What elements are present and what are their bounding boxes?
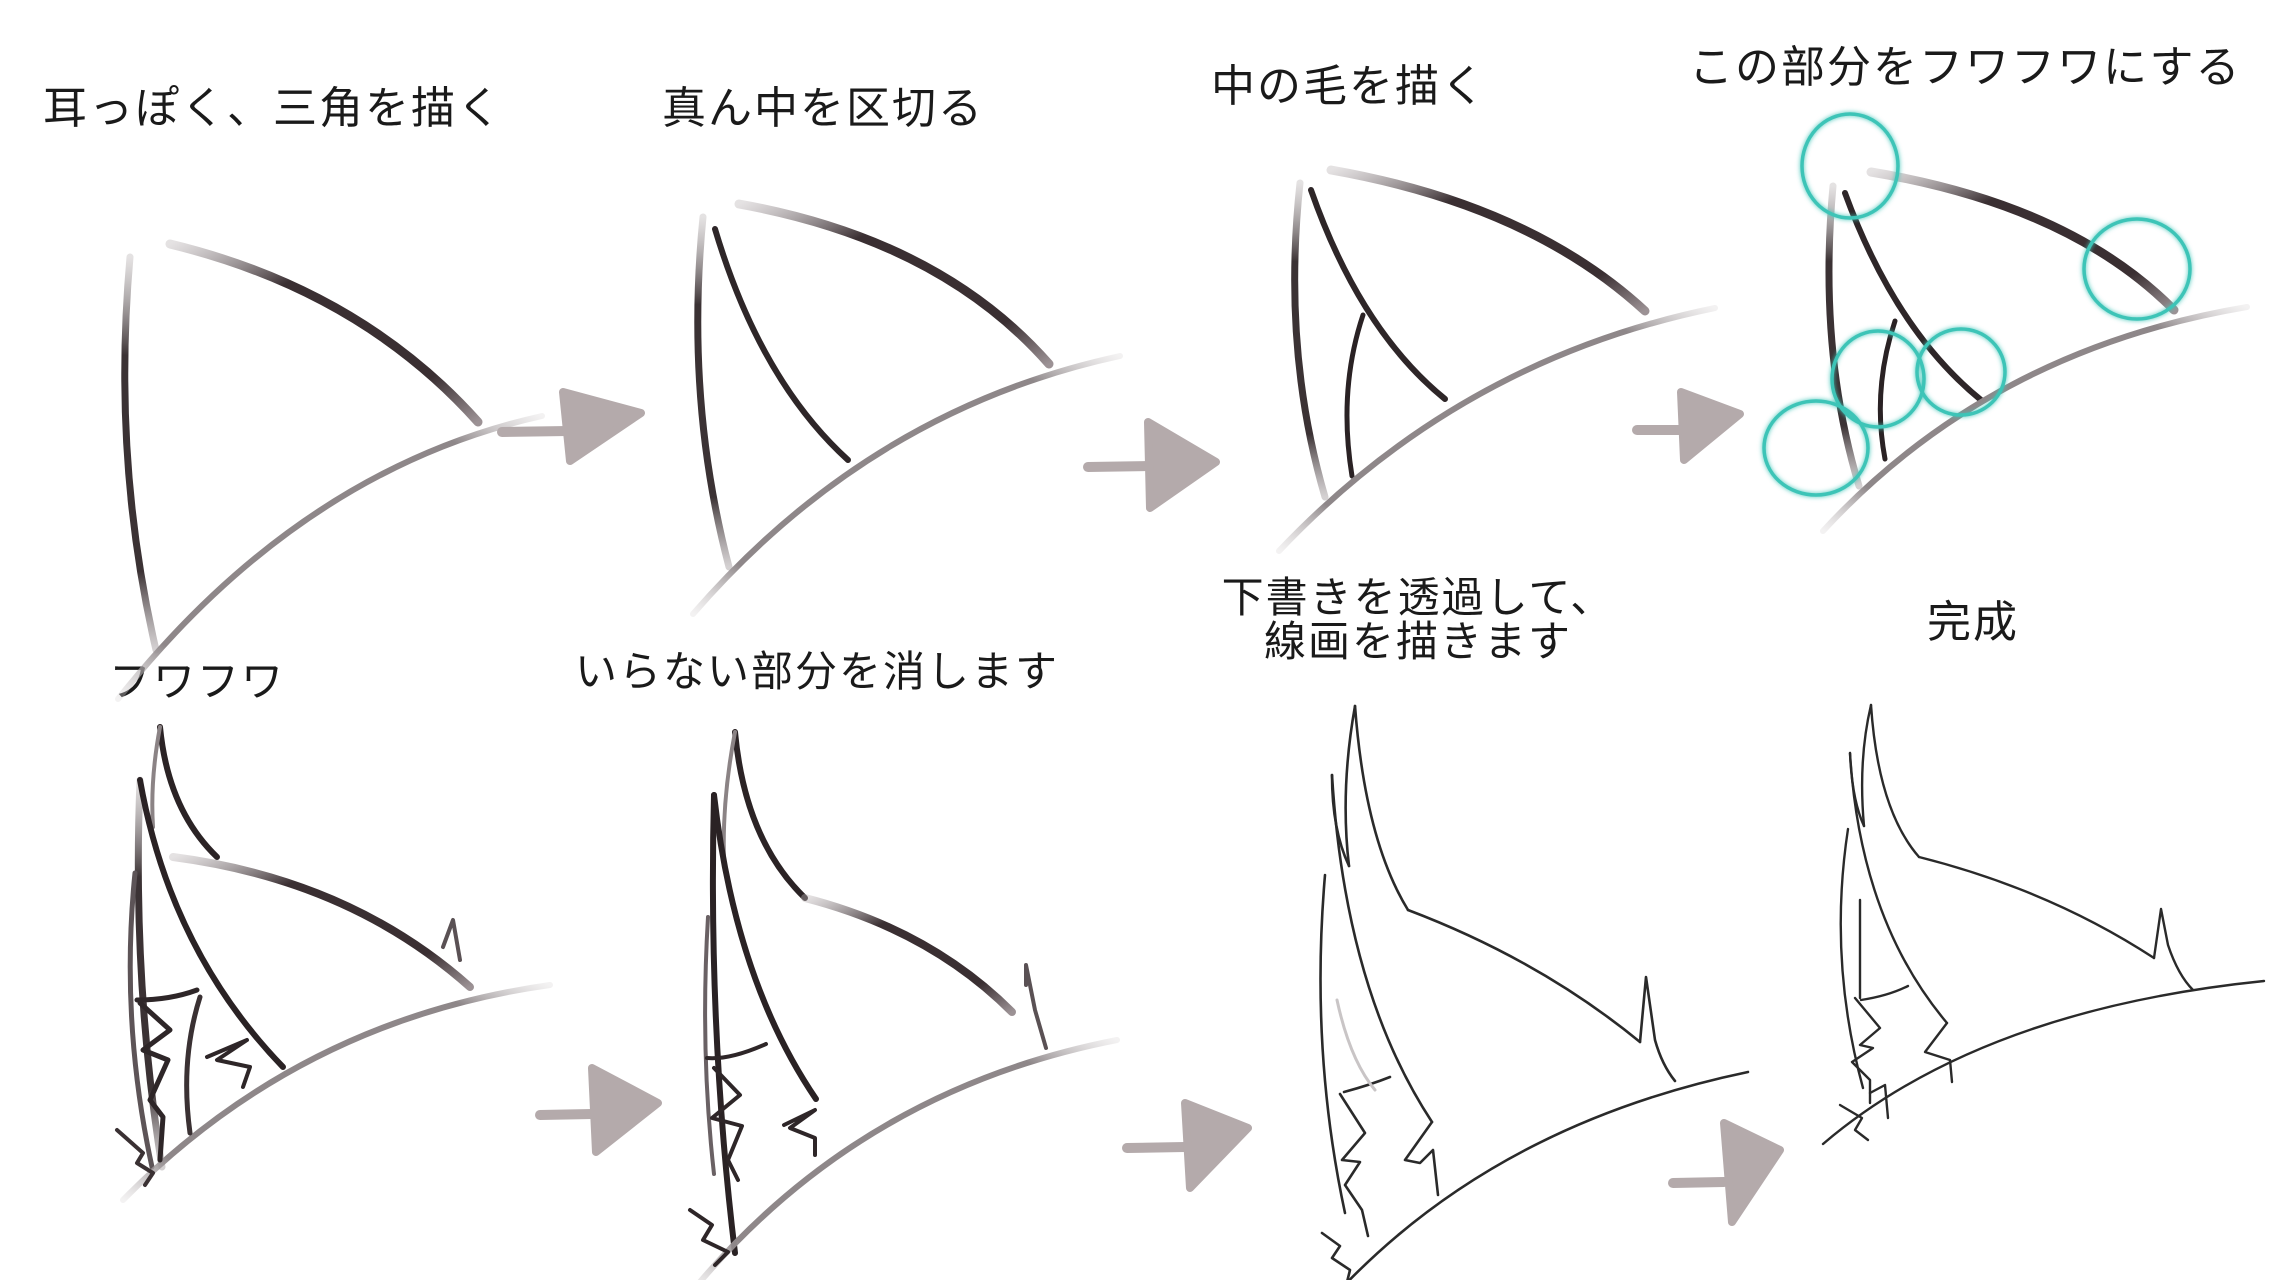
ear-left-edge — [1825, 182, 1863, 490]
head-base-curve — [690, 353, 1123, 617]
step-6-drawing — [688, 729, 1120, 1280]
arrow-right-icon — [1122, 1099, 1252, 1192]
ear-notch — [2152, 907, 2195, 992]
ear-tuft-right — [732, 729, 808, 901]
step-3-drawing — [1276, 165, 1718, 554]
inner-fur-line — [1344, 312, 1366, 479]
ear-tuft-inner — [1860, 703, 1873, 828]
ear-tuft-right — [157, 724, 220, 860]
head-base-curve — [1821, 979, 2266, 1146]
fur-line-horizontal — [1342, 1075, 1392, 1094]
ear-left-outer — [1319, 873, 1347, 1215]
step-2-drawing — [690, 199, 1123, 617]
step-1-drawing — [115, 239, 545, 702]
highlight-circle-icon — [2082, 217, 2192, 321]
fur-small-spike — [1868, 1083, 1890, 1120]
ear-center-divider — [712, 226, 851, 463]
ear-inner-strand — [1330, 773, 1434, 1124]
ear-tuft-right — [1353, 704, 1410, 912]
inner-fur-line — [1877, 318, 1898, 462]
highlight-circle-icon — [1830, 329, 1926, 429]
fur-zigzag-bottom — [1320, 1231, 1352, 1280]
ear-center-divider — [1842, 190, 1984, 403]
arrow-right-icon — [1668, 1119, 1784, 1226]
step-6-label: いらない部分を消します — [575, 647, 1060, 696]
ear-left-edge — [694, 213, 733, 571]
arrow-right-icon — [497, 388, 645, 465]
head-base-curve — [1347, 1070, 1750, 1280]
step-7-label: 下書きを透過して、 線画を描きます — [1218, 573, 1618, 667]
fur-line-horizontal — [1859, 984, 1910, 1002]
step-3-label: 中の毛を描く — [1211, 61, 1487, 112]
ear-left-edge — [1291, 179, 1329, 501]
step-5-label: フワフワ — [109, 657, 286, 706]
ear-top-edge — [165, 239, 483, 427]
ear-inner-strand — [137, 777, 286, 1070]
ear-outer-left — [703, 915, 716, 1176]
fur-zigzag-left — [137, 1000, 173, 1163]
highlight-circle-icon — [1800, 112, 1900, 220]
ear-center-divider — [1308, 187, 1448, 402]
step-7-label-line-1: 下書きを透過して、 — [1221, 573, 1615, 622]
fur-zigzag-right — [1403, 1120, 1440, 1197]
ear-outer-left — [127, 870, 155, 1170]
head-base-curve — [120, 982, 553, 1203]
step-4-drawing — [1762, 112, 2250, 534]
ear-inner-strand — [1848, 751, 1949, 1025]
step-1-label: 耳っぽく、三角を描く — [43, 83, 503, 134]
step-7-label-line-2: 線画を描きます — [1263, 617, 1572, 667]
head-base-curve — [1276, 305, 1718, 554]
ear-tuft-right — [1869, 703, 1921, 859]
ear-top-edge — [1406, 908, 1642, 1044]
fur-zigzag-left — [705, 1042, 768, 1182]
ear-top-edge — [1326, 165, 1650, 316]
step-7-drawing — [1319, 704, 1750, 1280]
step-2-label: 真ん中を区切る — [662, 83, 984, 134]
head-base-curve — [1820, 304, 2250, 534]
head-base-curve — [697, 1037, 1120, 1280]
ear-top-edge — [1866, 167, 2179, 315]
step-5-drawing — [115, 724, 553, 1203]
ear-tuft-inner — [1344, 704, 1357, 868]
fur-zigzag-bottom — [115, 1128, 155, 1187]
ear-left-strand — [134, 776, 166, 1171]
fur-zigzag-bottom — [688, 1208, 730, 1267]
ear-notch — [1638, 975, 1677, 1083]
ear-left-strand — [709, 792, 738, 1256]
ear-top-edge — [1917, 855, 2156, 960]
draft-shadow-line — [1335, 998, 1377, 1092]
arrow-right-icon — [1632, 388, 1744, 464]
ear-top-edge — [169, 853, 474, 991]
ear-notch — [441, 918, 462, 962]
step-8-drawing — [1821, 703, 2266, 1146]
step-8-label: 完成 — [1927, 597, 2019, 648]
arrow-right-icon — [535, 1064, 662, 1156]
fur-line-horizontal — [134, 987, 200, 1003]
highlight-circle-icon — [1762, 399, 1870, 497]
fur-zigzag-left — [1850, 996, 1882, 1105]
fur-zigzag-bottom — [1838, 1103, 1870, 1142]
fur-zigzag-right — [1923, 1021, 1954, 1084]
ear-tuft-left — [721, 730, 737, 862]
ear-top-edge — [801, 894, 1016, 1016]
step-4-label: この部分をフワフワにする — [1689, 42, 2242, 93]
fur-zigzag-right — [782, 1108, 817, 1157]
fur-zigzag-right — [205, 1038, 252, 1089]
ear-left-outer — [1839, 827, 1865, 1090]
arrow-right-icon — [1083, 418, 1220, 512]
fur-inner-strand — [184, 994, 203, 1136]
ear-notch — [1024, 963, 1048, 1050]
ear-top-edge — [734, 199, 1054, 369]
ear-left-edge — [121, 253, 160, 654]
highlight-circle-icon — [1915, 327, 2007, 417]
head-base-curve — [115, 413, 545, 702]
fur-zigzag-left — [1338, 1092, 1370, 1238]
ear-tuft-left — [150, 725, 162, 829]
ear-inner-strand — [711, 792, 819, 1102]
